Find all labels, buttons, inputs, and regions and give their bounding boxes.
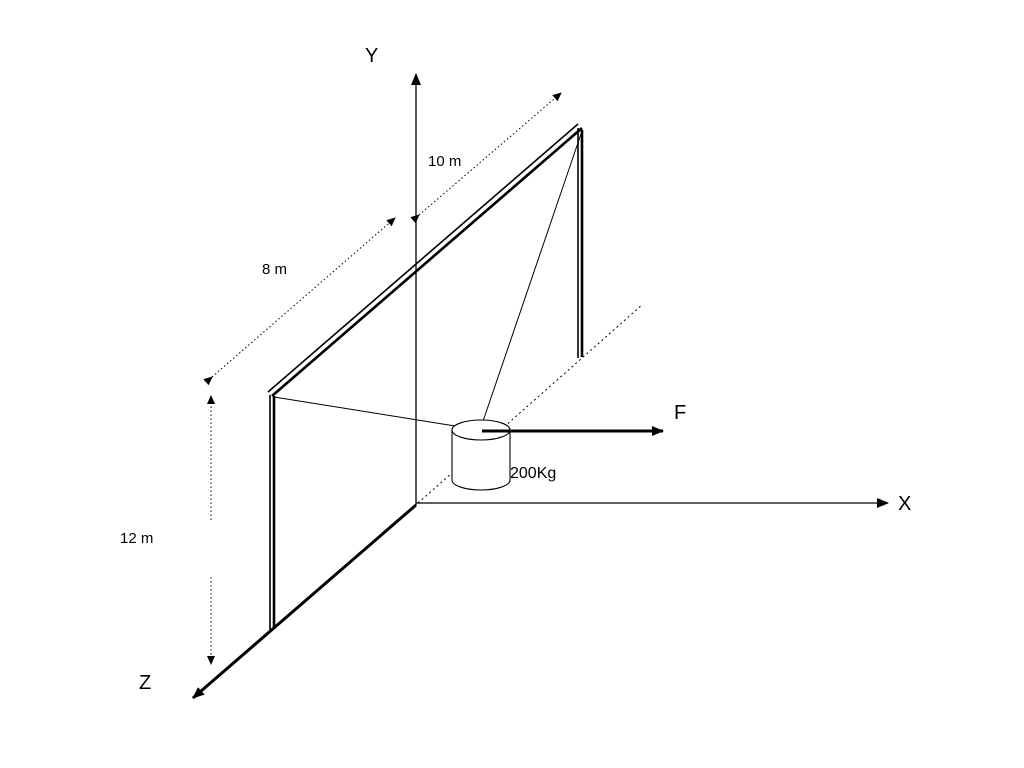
load-label: 200Kg (510, 465, 556, 482)
z-axis-label: Z (139, 672, 151, 694)
back-post (577, 128, 584, 358)
dim-arrow-10m (410, 92, 562, 224)
top-beam (267, 123, 583, 397)
front-post (269, 395, 276, 630)
dim-arrow-8m (203, 217, 396, 386)
dim-label-12m: 12 m (120, 530, 153, 547)
dim-label-8m: 8 m (262, 261, 287, 278)
cylinder-weight-icon (451, 419, 511, 491)
x-axis-label: X (898, 493, 911, 515)
dim-label-10m: 10 m (428, 153, 461, 170)
force-label: F (674, 402, 686, 424)
z-axis (192, 503, 417, 700)
y-axis-label: Y (365, 45, 378, 67)
cable-back (479, 130, 583, 431)
cable-front (273, 396, 481, 431)
